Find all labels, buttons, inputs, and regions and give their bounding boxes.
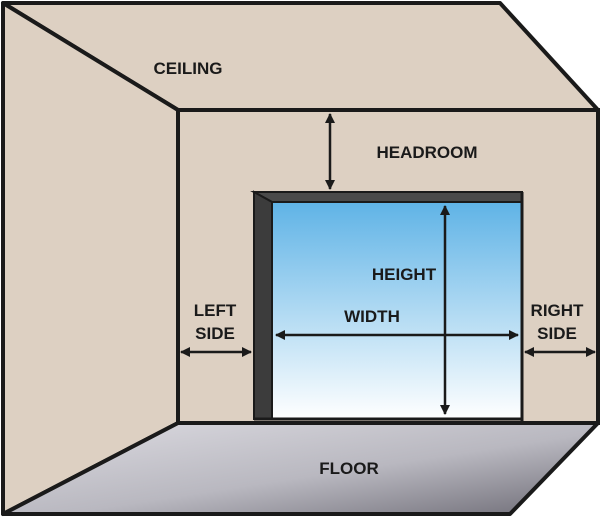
right-side-label-line2: SIDE (537, 324, 577, 343)
right-side-label-line1: RIGHT (531, 301, 585, 320)
floor-label: FLOOR (319, 459, 379, 478)
headroom-label: HEADROOM (376, 143, 477, 162)
left-side-label-line1: LEFT (194, 301, 237, 320)
floor-surface (1, 421, 600, 516)
door-header (250, 191, 523, 203)
left-side-label-line2: SIDE (195, 324, 235, 343)
door-jamb-left (253, 190, 273, 420)
height-label: HEIGHT (372, 265, 437, 284)
width-label: WIDTH (344, 307, 400, 326)
door-opening (272, 202, 522, 419)
ceiling-label: CEILING (154, 59, 223, 78)
